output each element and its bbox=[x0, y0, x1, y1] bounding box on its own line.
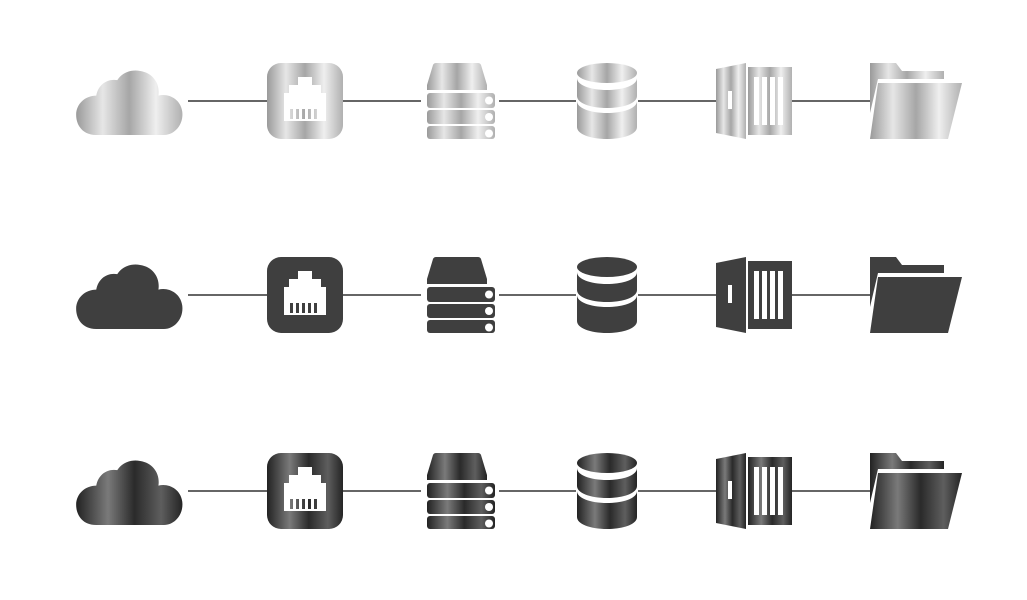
ethernet-port-icon bbox=[267, 453, 343, 529]
cloud-icon bbox=[76, 460, 183, 525]
server-rack-icon bbox=[427, 453, 495, 529]
shipping-container-icon bbox=[716, 63, 792, 139]
database-icon bbox=[577, 257, 637, 333]
ethernet-port-icon bbox=[267, 63, 343, 139]
folder-icon bbox=[870, 63, 962, 139]
ethernet-port-icon bbox=[267, 257, 343, 333]
folder-icon bbox=[870, 257, 962, 333]
server-indicator-dot bbox=[485, 290, 493, 299]
database-icon bbox=[577, 453, 637, 529]
server-indicator-dot bbox=[485, 307, 493, 315]
icon-row-2 bbox=[76, 257, 962, 333]
server-indicator-dot bbox=[485, 113, 493, 121]
server-indicator-dot bbox=[485, 486, 493, 495]
server-indicator-dot bbox=[485, 323, 493, 332]
icon-row-3 bbox=[76, 453, 962, 529]
server-rack-icon bbox=[427, 63, 495, 139]
cloud-icon bbox=[76, 70, 183, 135]
shipping-container-icon bbox=[716, 453, 792, 529]
server-indicator-dot bbox=[485, 503, 493, 511]
server-indicator-dot bbox=[485, 129, 493, 138]
database-icon bbox=[577, 63, 637, 139]
server-rack-icon bbox=[427, 257, 495, 333]
server-indicator-dot bbox=[485, 96, 493, 105]
folder-icon bbox=[870, 453, 962, 529]
icon-row-1 bbox=[76, 63, 962, 139]
shipping-container-icon bbox=[716, 257, 792, 333]
cloud-icon bbox=[76, 264, 183, 329]
server-indicator-dot bbox=[485, 519, 493, 528]
